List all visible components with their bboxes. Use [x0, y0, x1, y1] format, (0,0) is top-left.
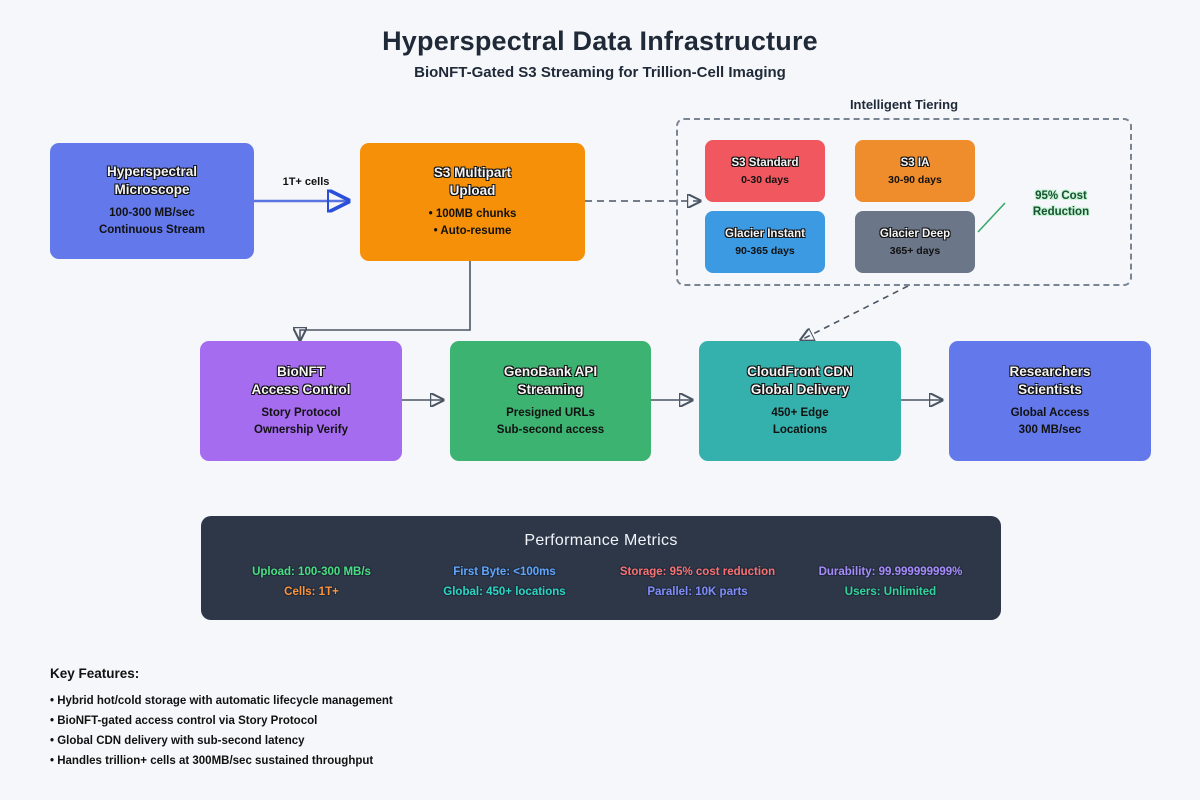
page-subtitle: BioNFT-Gated S3 Streaming for Trillion-C… [414, 64, 786, 81]
cloudfront-title-line2: Global Delivery [750, 382, 850, 397]
tier-3-range: 365+ days [889, 244, 941, 257]
genobank-title-line2: Streaming [517, 382, 584, 397]
metric-3-bottom: Users: Unlimited [844, 586, 937, 598]
cloudfront-title-line1: CloudFront CDN [747, 364, 853, 379]
microscope-detail-line1: 100-300 MB/sec [109, 207, 195, 219]
node-hyperspectral-microscope[interactable]: Hyperspectral Microscope 100-300 MB/sec … [50, 143, 254, 259]
metrics-title: Performance Metrics [524, 532, 678, 549]
cost-reduction-line2: Reduction [1032, 206, 1090, 218]
researchers-title-line1: Researchers [1009, 364, 1091, 379]
researchers-title-line2: Scientists [1018, 382, 1082, 397]
metric-1-top: First Byte: <100ms [453, 566, 556, 578]
key-feature-item-1: • BioNFT-gated access control via Story … [50, 715, 318, 727]
tier-2-range: 90-365 days [735, 244, 795, 257]
upload-detail-line1: • 100MB chunks [428, 208, 517, 220]
researchers-detail-line1: Global Access [1010, 407, 1090, 419]
metric-column-1: First Byte: <100ms Global: 450+ location… [408, 562, 601, 602]
node-genobank-api-streaming[interactable]: GenoBank API Streaming Presigned URLs Su… [450, 341, 651, 461]
microscope-title-line1: Hyperspectral [106, 164, 198, 179]
microscope-detail-line2: Continuous Stream [98, 224, 206, 236]
metric-3-top: Durability: 99.999999999% [818, 566, 963, 578]
key-feature-item-3: • Handles trillion+ cells at 300MB/sec s… [50, 755, 374, 767]
cloudfront-detail-line1: 450+ Edge [771, 407, 829, 419]
upload-title-line1: S3 Multipart [433, 165, 512, 180]
node-bionft-access-control[interactable]: BioNFT Access Control Story Protocol Own… [200, 341, 402, 461]
upload-title-line2: Upload [449, 183, 496, 198]
node-cloudfront-cdn[interactable]: CloudFront CDN Global Delivery 450+ Edge… [699, 341, 901, 461]
tier-2-name: Glacier Instant [725, 227, 805, 240]
microscope-title-line2: Microscope [114, 182, 190, 197]
tier-s3-standard[interactable]: S3 Standard 0-30 days [705, 140, 825, 202]
cloudfront-detail-line2: Locations [772, 424, 828, 436]
metric-2-top: Storage: 95% cost reduction [619, 566, 776, 578]
metric-column-0: Upload: 100-300 MB/s Cells: 1T+ [215, 562, 408, 602]
metric-0-bottom: Cells: 1T+ [284, 586, 339, 598]
genobank-title-line1: GenoBank API [503, 364, 598, 379]
genobank-detail-line2: Sub-second access [496, 424, 605, 436]
key-feature-item-2: • Global CDN delivery with sub-second la… [50, 735, 305, 747]
performance-metrics-panel: Performance Metrics Upload: 100-300 MB/s… [201, 516, 1001, 620]
metric-1-bottom: Global: 450+ locations [443, 586, 566, 598]
metric-0-top: Upload: 100-300 MB/s [252, 566, 371, 578]
node-researchers-scientists[interactable]: Researchers Scientists Global Access 300… [949, 341, 1151, 461]
key-feature-item-0: • Hybrid hot/cold storage with automatic… [50, 695, 393, 707]
bionft-title-line2: Access Control [251, 382, 351, 397]
tier-glacier-deep[interactable]: Glacier Deep 365+ days [855, 211, 975, 273]
tier-1-range: 30-90 days [888, 173, 942, 186]
cost-reduction-line1: 95% Cost [1035, 190, 1087, 202]
page-title: Hyperspectral Data Infrastructure [382, 26, 818, 56]
bionft-title-line1: BioNFT [277, 364, 325, 379]
cost-reduction-label: 95% Cost Reduction [1002, 188, 1120, 220]
node-s3-multipart-upload[interactable]: S3 Multipart Upload • 100MB chunks • Aut… [360, 143, 585, 261]
metrics-grid: Upload: 100-300 MB/s Cells: 1T+ First By… [201, 562, 1001, 602]
metric-2-bottom: Parallel: 10K parts [647, 586, 748, 598]
tier-glacier-instant[interactable]: Glacier Instant 90-365 days [705, 211, 825, 273]
bionft-detail-line1: Story Protocol [261, 407, 341, 419]
metric-column-2: Storage: 95% cost reduction Parallel: 10… [601, 562, 794, 602]
key-features-title: Key Features: [50, 666, 140, 681]
tier-0-name: S3 Standard [731, 156, 799, 169]
tier-s3-ia[interactable]: S3 IA 30-90 days [855, 140, 975, 202]
bionft-detail-line2: Ownership Verify [254, 424, 348, 436]
edge-label-1t-cells: 1T+ cells [282, 176, 330, 188]
tier-1-name: S3 IA [900, 156, 930, 169]
intelligent-tiering-cluster [676, 118, 1132, 286]
genobank-detail-line1: Presigned URLs [506, 407, 595, 419]
upload-detail-line2: • Auto-resume [433, 225, 512, 237]
tier-0-range: 0-30 days [741, 173, 789, 186]
metric-column-3: Durability: 99.999999999% Users: Unlimit… [794, 562, 987, 602]
researchers-detail-line2: 300 MB/sec [1018, 424, 1082, 436]
tier-3-name: Glacier Deep [879, 227, 951, 240]
cluster-label: Intelligent Tiering [849, 97, 959, 112]
